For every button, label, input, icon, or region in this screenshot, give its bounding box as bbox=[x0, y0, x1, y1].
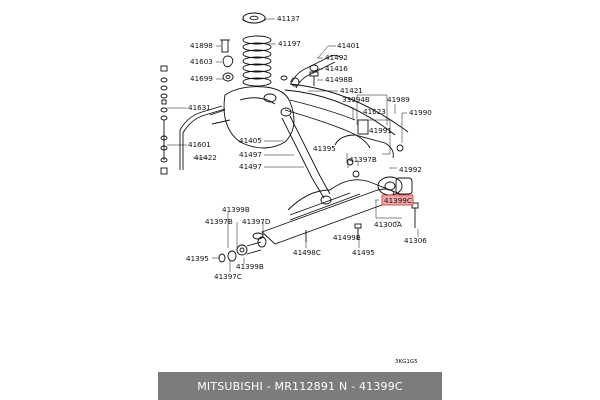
stabilizer-bar-drawing bbox=[179, 105, 226, 170]
label-41405: 41405 bbox=[239, 136, 262, 145]
label-41197: 41197 bbox=[278, 39, 301, 48]
exploded-view-svg: 41137 41197 41898 41603 41699 41401 4149… bbox=[160, 12, 432, 365]
axle-housing-drawing bbox=[209, 83, 409, 149]
label-41498C: 41498C bbox=[293, 248, 321, 257]
label-41416: 41416 bbox=[325, 64, 348, 73]
label-41497-a: 41497 bbox=[239, 150, 262, 159]
label-41300A: 41300A bbox=[374, 220, 402, 229]
label-41399C-highlighted: 41399C bbox=[384, 196, 412, 205]
shock-absorber-drawing bbox=[280, 107, 332, 205]
label-41499B: 41499B bbox=[333, 233, 361, 242]
label-41399B-top: 41399B bbox=[222, 205, 250, 214]
label-41623: 41623 bbox=[363, 107, 386, 116]
label-41989: 41989 bbox=[387, 95, 410, 104]
label-41421: 41421 bbox=[340, 86, 363, 95]
label-41306: 41306 bbox=[404, 236, 427, 245]
label-41497-b: 41497 bbox=[239, 162, 262, 171]
label-41399B-bottom: 41399B bbox=[236, 262, 264, 271]
bushing-group-drawing bbox=[218, 236, 267, 263]
leader-lines bbox=[167, 18, 419, 272]
spring-seat-drawing bbox=[242, 12, 266, 24]
label-41601: 41601 bbox=[188, 140, 211, 149]
label-41898: 41898 bbox=[190, 41, 213, 50]
upper-arm-drawing bbox=[290, 54, 342, 89]
label-41492: 41492 bbox=[325, 53, 348, 62]
coil-spring-drawing bbox=[242, 35, 272, 87]
part-number-caption: MITSUBISHI - MR112891 N - 41399C bbox=[158, 372, 442, 400]
diagram-code: 3KG1G5 bbox=[395, 359, 418, 365]
label-41395-b: 41395 bbox=[186, 254, 209, 263]
label-41422: 41422 bbox=[194, 153, 217, 162]
label-41495: 41495 bbox=[352, 248, 375, 257]
label-41498B: 41498B bbox=[325, 75, 353, 84]
label-41699: 41699 bbox=[190, 74, 213, 83]
label-41603: 41603 bbox=[190, 57, 213, 66]
label-41401: 41401 bbox=[337, 41, 360, 50]
label-41137: 41137 bbox=[277, 14, 300, 23]
stabilizer-link-stack bbox=[160, 65, 168, 175]
label-41397D: 41397D bbox=[242, 217, 271, 226]
stabilizer-bracket-parts bbox=[220, 39, 234, 82]
parts-diagram: 41137 41197 41898 41603 41699 41401 4149… bbox=[160, 12, 432, 365]
label-41397B-top: 41397B bbox=[349, 155, 377, 164]
label-41397B-left: 41397B bbox=[205, 217, 233, 226]
part-labels: 41137 41197 41898 41603 41699 41401 4149… bbox=[186, 14, 432, 365]
label-41631: 41631 bbox=[188, 103, 211, 112]
label-41395-a: 41395 bbox=[313, 144, 336, 153]
label-33994B: 33994B bbox=[342, 95, 370, 104]
highlighted-part-box bbox=[381, 194, 414, 206]
label-41990: 41990 bbox=[409, 108, 432, 117]
label-41397C: 41397C bbox=[214, 272, 242, 281]
label-41991: 41991 bbox=[369, 126, 392, 135]
label-41992: 41992 bbox=[399, 165, 422, 174]
group-frames bbox=[356, 94, 402, 219]
